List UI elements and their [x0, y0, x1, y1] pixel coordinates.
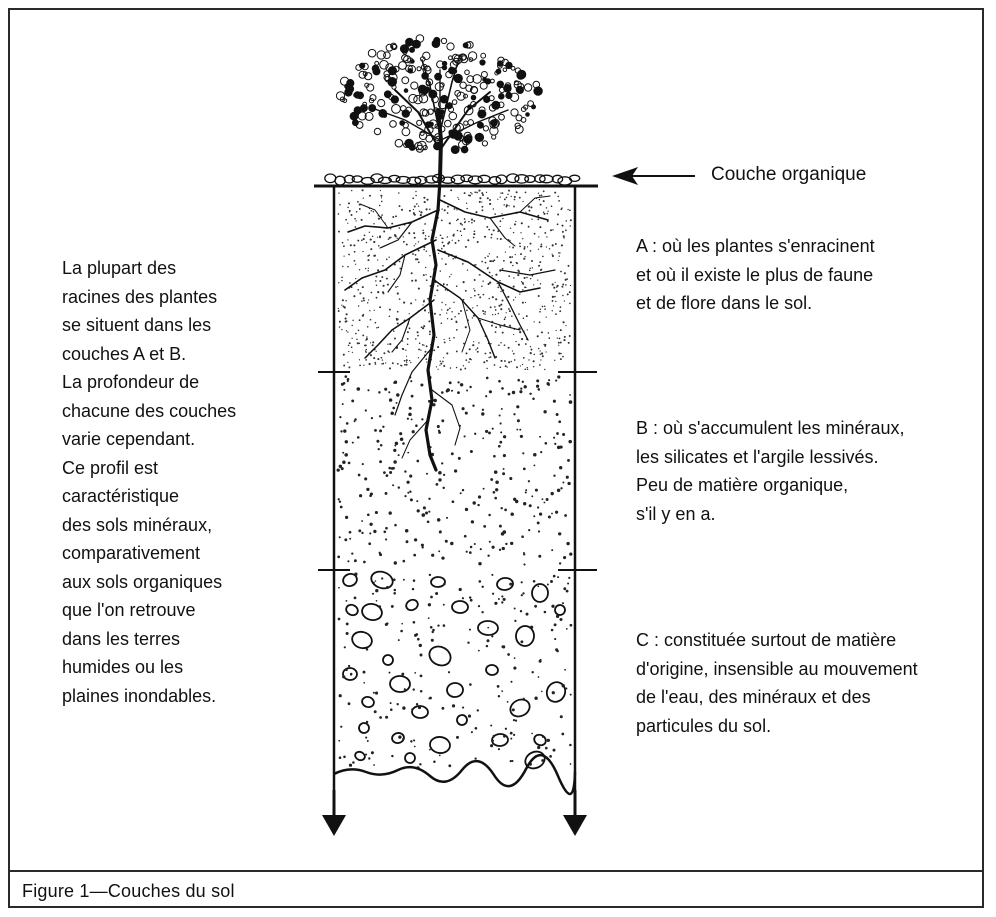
horizon-b-description: B : où s'accumulent les minéraux, les si… [636, 414, 905, 528]
left-note-line: La profondeur de [62, 372, 200, 392]
horizon-a-stipple [337, 189, 572, 371]
horizon-a-line: et de flore dans le sol. [636, 293, 813, 313]
horizon-c-pebbles [337, 570, 573, 770]
left-note-line: varie cependant. [62, 429, 196, 449]
horizon-b-dots [336, 375, 573, 566]
left-note-line: caractéristique [62, 486, 180, 506]
horizon-c-line: d'origine, insensible au mouvement [636, 658, 918, 679]
left-note-line: des sols minéraux, [62, 514, 213, 535]
left-note-line: plaines inondables. [62, 685, 217, 706]
caption-bar [8, 870, 984, 908]
horizon-c-line: C : constituée surtout de matière [636, 630, 897, 650]
left-note-line: couches A et B. [62, 343, 187, 364]
left-note-line: racines des plantes [62, 286, 218, 307]
horizon-b-line: Peu de matière organique, [636, 475, 849, 495]
horizon-b-line: B : où s'accumulent les minéraux, [636, 418, 905, 438]
horizon-c-description: C : constituée surtout de matière d'orig… [636, 626, 918, 740]
horizon-a-description: A : où les plantes s'enracinent et où il… [636, 232, 875, 318]
horizon-a-line: et où il existe le plus de faune [636, 264, 874, 285]
figure-frame [8, 8, 984, 908]
horizon-a-line: A : où les plantes s'enracinent [636, 236, 875, 256]
horizon-b-line: les silicates et l'argile lessivés. [636, 446, 879, 467]
figure-caption: Figure 1—Couches du sol [22, 881, 235, 901]
left-note-line: que l'on retrouve [62, 600, 196, 620]
horizon-b-line: s'il y en a. [636, 503, 716, 524]
left-note-line: dans les terres [62, 628, 181, 649]
organic-litter [324, 173, 581, 186]
depth-arrow-right [563, 790, 587, 836]
left-explanation: La plupart des racines des plantes se si… [62, 254, 322, 710]
left-note-line: se situent dans les [62, 315, 212, 335]
depth-arrow-left [322, 790, 346, 836]
tree-canopy [335, 34, 543, 155]
tree-trunk [371, 54, 509, 180]
left-note-line: comparativement [62, 543, 201, 563]
left-note-line: humides ou les [62, 657, 184, 677]
plant-roots [344, 178, 556, 472]
horizon-c-line: de l'eau, des minéraux et des [636, 687, 871, 707]
column-bottom-edge [333, 754, 577, 796]
left-note-line: Ce profil est [62, 457, 159, 478]
organic-layer-label: Couche organique [711, 164, 867, 185]
left-note-line: aux sols organiques [62, 571, 223, 592]
organic-layer-arrow [612, 167, 695, 185]
horizon-c-line: particules du sol. [636, 715, 772, 736]
left-note-line: chacune des couches [62, 400, 237, 421]
left-note-line: La plupart des [62, 258, 177, 278]
